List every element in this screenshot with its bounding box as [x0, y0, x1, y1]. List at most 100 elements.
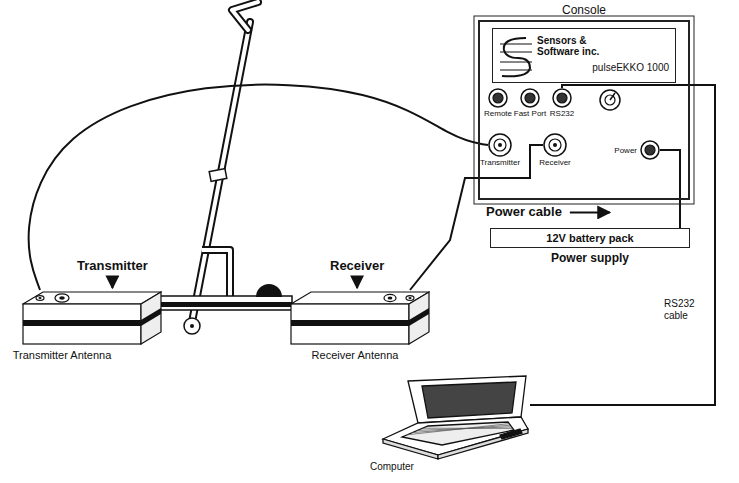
cable	[29, 85, 488, 290]
node-caption: pulseEKKO 1000	[537, 62, 669, 73]
company-logo	[500, 38, 532, 76]
node-label: Receiver	[539, 158, 571, 167]
node-label: Console	[480, 3, 688, 17]
cart-frame	[160, 296, 292, 310]
jack-core	[493, 93, 503, 103]
company-logo	[500, 62, 532, 63]
jack-symbol	[488, 133, 512, 157]
cable	[660, 150, 680, 228]
jack-ring	[641, 141, 659, 159]
cable-connector	[408, 297, 411, 299]
cable-connector	[36, 296, 44, 301]
jack-symbol	[520, 88, 540, 108]
cart-frame	[202, 250, 230, 298]
laptop-drawing	[380, 375, 530, 460]
logo-panel: Sensors & Software inc. pulseEKKO 1000	[492, 28, 676, 83]
company-logo	[500, 52, 532, 53]
jack-symbol	[552, 88, 572, 108]
antenna-stripe	[291, 320, 409, 326]
laptop-screen	[422, 382, 516, 418]
cable-label: Power cable	[484, 205, 564, 220]
cart-frame	[190, 324, 194, 328]
power-knob	[600, 90, 620, 110]
cart-frame	[192, 22, 250, 322]
node-label: Power	[614, 146, 637, 155]
node-label: Transmitter	[77, 258, 148, 273]
antenna-front	[23, 304, 141, 344]
pointer-arrow	[570, 211, 610, 213]
cart-frame	[160, 2, 292, 334]
jack-ring	[544, 134, 566, 156]
node-label: Fast Port	[514, 109, 546, 118]
pointer-arrow	[111, 276, 113, 288]
cable-connector	[384, 294, 396, 301]
cable-label: RS232 cable	[662, 298, 708, 321]
cart-frame	[209, 169, 227, 182]
node-label: Remote	[484, 109, 512, 118]
cart-frame	[232, 2, 258, 30]
cable-connector	[406, 296, 414, 301]
remote-port: Remote	[488, 88, 508, 108]
power-knob	[600, 90, 620, 110]
cart-frame	[232, 2, 258, 30]
laptop-lid	[408, 376, 526, 423]
power-port: Power	[640, 140, 660, 160]
pointer-arrow	[356, 276, 358, 288]
node-label: 12V battery pack	[546, 232, 633, 244]
cable-connector	[38, 297, 41, 299]
jack-symbol	[488, 88, 508, 108]
transmitter-port: Transmitter	[488, 133, 512, 157]
jack-symbol	[640, 140, 660, 160]
jack-core	[549, 139, 561, 151]
jack-pin	[553, 143, 557, 147]
receiver-port: Receiver	[543, 133, 567, 157]
jack-core	[494, 139, 506, 151]
cable	[530, 85, 715, 405]
cart-frame	[184, 318, 200, 334]
cart-frame	[256, 284, 282, 297]
node-caption: Power supply	[491, 251, 689, 265]
transmitter-antenna: TransmitterTransmitter Antenna	[22, 290, 162, 345]
antenna-top	[291, 292, 429, 304]
antenna-body	[22, 290, 162, 345]
battery-pack: 12V battery packPower supply	[490, 228, 690, 248]
company-logo	[500, 44, 532, 45]
console-box: Sensors & Software inc. pulseEKKO 1000Rem…	[478, 20, 690, 200]
cart-frame	[202, 250, 230, 298]
cable-connector	[55, 294, 69, 302]
antenna-top	[23, 292, 161, 304]
rs232-port: RS232	[552, 88, 572, 108]
node-label: Sensors & Software inc.	[537, 35, 609, 57]
cable-connector	[388, 297, 393, 300]
jack-ring	[553, 89, 571, 107]
antenna-front	[291, 304, 409, 344]
jack-ring	[489, 134, 511, 156]
antenna-stripe	[141, 308, 161, 326]
jack-core	[557, 93, 567, 103]
jack-ring	[521, 89, 539, 107]
laptop-keyboard	[402, 422, 514, 445]
jack-symbol	[543, 133, 567, 157]
computer: Computer	[380, 375, 530, 460]
console-frame	[474, 16, 694, 204]
node-label: Computer	[370, 461, 414, 472]
node-caption: Receiver Antenna	[305, 349, 405, 361]
antenna-body	[290, 290, 430, 345]
antenna-stripe	[409, 308, 429, 326]
power-knob	[610, 93, 615, 100]
jack-core	[525, 93, 535, 103]
cart-frame	[160, 302, 292, 307]
jack-ring	[489, 89, 507, 107]
cable-connector	[59, 296, 65, 300]
cart-frame	[192, 22, 250, 322]
antenna-stripe	[23, 320, 141, 326]
keyboard-row	[422, 428, 513, 429]
laptop-port	[500, 429, 522, 439]
company-logo	[500, 70, 532, 71]
console-frame	[474, 16, 694, 204]
jack-pin	[498, 143, 502, 147]
node-label: Receiver	[330, 258, 384, 273]
fast-port: Fast Port	[520, 88, 540, 108]
node-label: Transmitter	[480, 158, 520, 167]
